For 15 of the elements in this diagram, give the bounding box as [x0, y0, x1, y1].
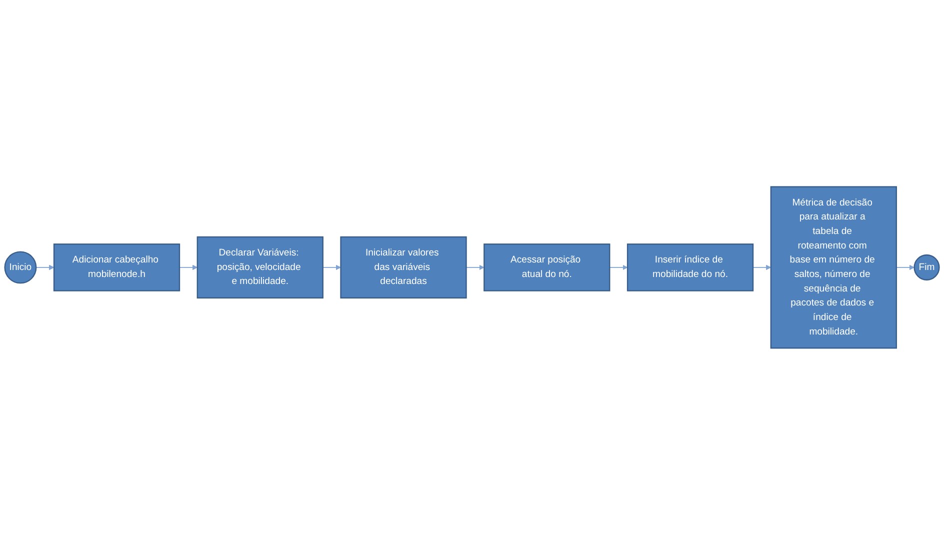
arrow — [179, 264, 198, 270]
arrow — [896, 264, 915, 270]
node-box: Acessar posição atual do nó. — [484, 243, 610, 291]
node-box: Inserir índice de mobilidade do nó. — [626, 243, 754, 291]
node-circle: Fim — [914, 254, 940, 280]
node-box: Declarar Variáveis: posição, velocidade e mobilidade. — [196, 236, 324, 298]
node-box: Inicializar valores das variáveis declaradas — [340, 236, 467, 298]
node-box: Adicionar cabeçalho mobilenode.h — [53, 243, 180, 291]
arrow — [36, 264, 54, 270]
arrow — [466, 264, 484, 270]
arrow — [752, 264, 772, 270]
node-box: Métrica de decisão para atualizar a tabela de roteamento com base em número de saltos, número de sequência de pacotes de dados e índice de mobilidade. — [770, 186, 897, 348]
node-circle: Inicio — [4, 250, 37, 284]
arrow — [609, 264, 628, 270]
arrow — [322, 264, 342, 270]
